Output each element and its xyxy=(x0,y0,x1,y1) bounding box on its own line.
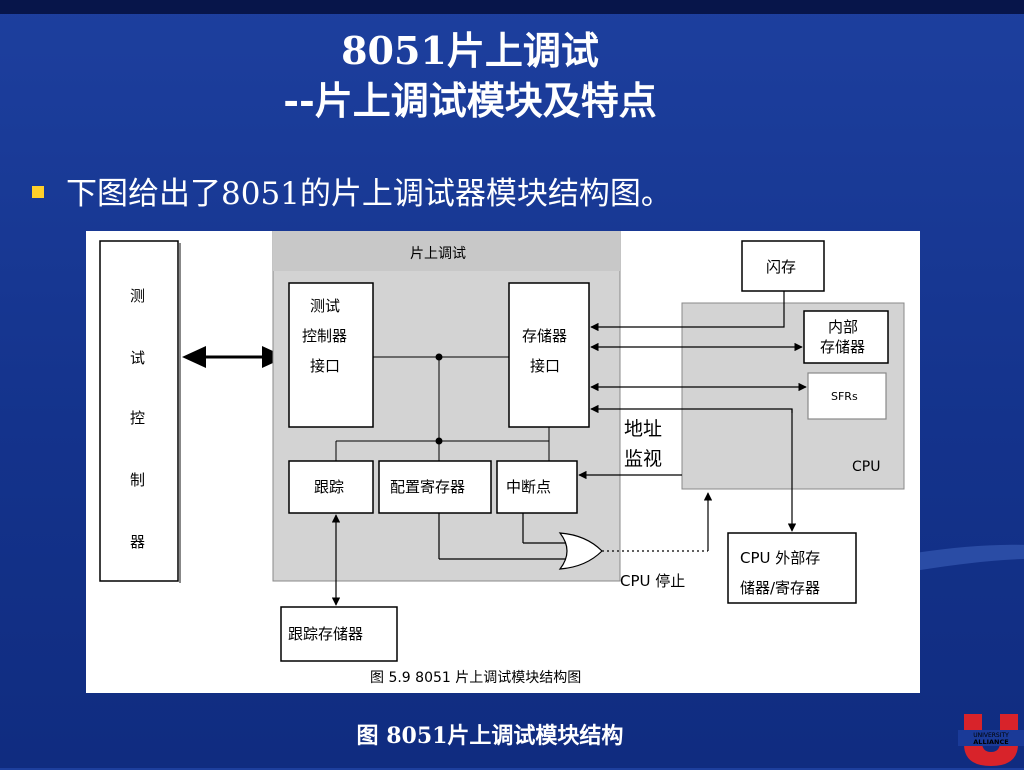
test-controller-char: 制 xyxy=(130,471,145,489)
bullet-text: 下图给出了8051的片上调试器模块结构图。 xyxy=(66,175,672,212)
trace-memory-box: 跟踪存储器 xyxy=(280,606,398,662)
address-monitor-line: 监视 xyxy=(624,448,662,470)
internal-memory-box: 内部 存储器 xyxy=(803,310,889,364)
logo-text-1: UNIVERSITY xyxy=(973,732,1009,739)
slide-caption: 图 8051片上调试模块结构 xyxy=(356,723,624,749)
external-memory-line: CPU 外部存 xyxy=(740,549,820,567)
external-memory-line: 储器/寄存器 xyxy=(740,579,820,597)
internal-memory-line: 内部 xyxy=(828,318,858,336)
breakpoint-label: 中断点 xyxy=(506,478,551,496)
tci-line: 控制器 xyxy=(302,327,347,345)
title-line-1: 8051片上调试 xyxy=(341,28,599,73)
bullet-item: 下图给出了8051的片上调试器模块结构图。 xyxy=(32,168,672,212)
internal-memory-line: 存储器 xyxy=(820,338,865,356)
memory-interface-box: 存储器 接口 xyxy=(508,282,590,428)
config-register-label: 配置寄存器 xyxy=(390,478,465,496)
sfrs-box: SFRs xyxy=(807,372,887,420)
internal-bus xyxy=(335,353,550,461)
test-controller-box: 测 试 控 制 器 xyxy=(99,240,181,583)
mi-line: 存储器 xyxy=(522,327,567,345)
test-controller-char: 试 xyxy=(130,349,145,367)
slide-title: 8051片上调试 --片上调试模块及特点 xyxy=(0,26,940,126)
on-chip-debug-label: 片上调试 xyxy=(410,246,466,262)
top-bar xyxy=(0,0,1024,14)
bullet-square-icon xyxy=(32,186,44,198)
external-memory-box: CPU 外部存 储器/寄存器 xyxy=(727,532,857,604)
test-controller-char: 器 xyxy=(130,533,145,551)
trace-label: 跟踪 xyxy=(314,478,344,496)
breakpoint-box: 中断点 xyxy=(496,460,578,514)
figure-caption: 图 5.9 8051 片上调试模块结构图 xyxy=(370,670,581,686)
or-gate xyxy=(438,492,713,570)
flash-box: 闪存 xyxy=(741,240,825,292)
block-diagram: 测 试 控 制 器 片上调试 测试 控制器 接口 存储器 xyxy=(99,231,905,686)
sfrs-label: SFRs xyxy=(831,390,858,403)
test-controller-interface-box: 测试 控制器 接口 xyxy=(288,282,374,428)
trace-memory-label: 跟踪存储器 xyxy=(288,625,363,643)
tci-line: 接口 xyxy=(310,357,340,375)
title-line-2: --片上调试模块及特点 xyxy=(283,78,657,123)
flash-label: 闪存 xyxy=(766,258,796,276)
test-controller-char: 测 xyxy=(130,287,145,305)
address-monitor-line: 地址 xyxy=(624,418,662,440)
cpu-stop-label: CPU 停止 xyxy=(620,572,685,590)
logo-text-2: ALLIANCE xyxy=(973,738,1008,746)
cpu-label: CPU xyxy=(852,459,880,475)
trace-box: 跟踪 xyxy=(288,460,374,514)
mi-line: 接口 xyxy=(530,357,560,375)
test-controller-char: 控 xyxy=(130,409,145,427)
memory-links xyxy=(578,291,807,532)
tci-line: 测试 xyxy=(310,297,340,315)
block-diagram-figure: 测 试 控 制 器 片上调试 测试 控制器 接口 存储器 xyxy=(86,231,920,693)
controller-link-arrow xyxy=(182,346,286,368)
config-register-box: 配置寄存器 xyxy=(378,460,492,514)
university-alliance-logo: UNIVERSITY ALLIANCE xyxy=(958,714,1024,766)
